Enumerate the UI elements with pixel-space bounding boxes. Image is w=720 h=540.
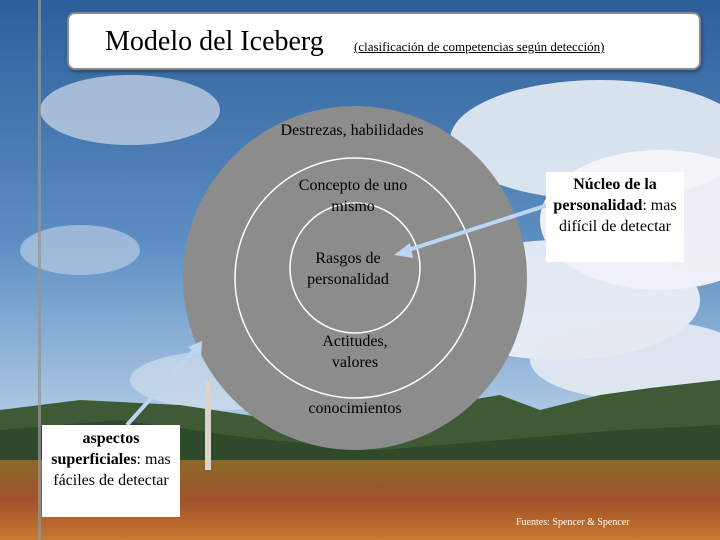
surface-callout: aspectos superficiales: mas fáciles de d… [42, 425, 180, 517]
inner-ring-label: Rasgos de personalidad [298, 248, 398, 290]
outer-top-label: Destrezas, habilidades [262, 120, 442, 141]
knowledge-label: conocimientos [290, 398, 420, 419]
attitudes-label: Actitudes, valores [305, 331, 405, 373]
middle-ring-label: Concepto de uno mismo [298, 175, 408, 217]
surface-callout-bold: aspectos superficiales [51, 430, 139, 468]
source-note: Fuentes: Spencer & Spencer [516, 517, 630, 528]
core-callout: Núcleo de la personalidad: mas difícil d… [546, 172, 684, 262]
surface-arrow [127, 341, 202, 425]
